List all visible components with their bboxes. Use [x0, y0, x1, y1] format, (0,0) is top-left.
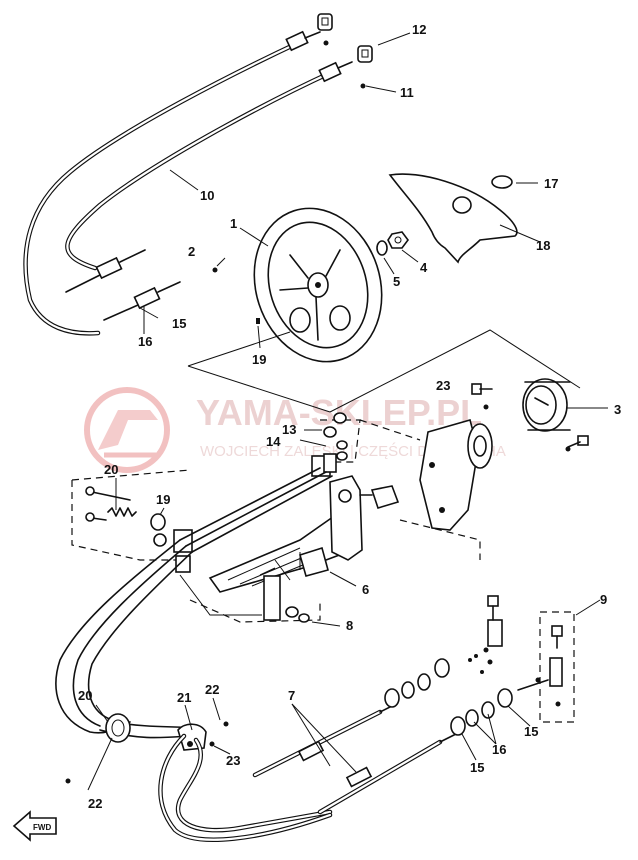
- callout-16-upper: 16: [138, 334, 152, 349]
- cable-end-fitting-upper: [285, 30, 353, 83]
- callout-19-lower: 19: [156, 492, 170, 507]
- callout-17: 17: [544, 176, 558, 191]
- part-6-bracket: [208, 475, 400, 593]
- callout-10: 10: [200, 188, 214, 203]
- part-23-nut-lower: [209, 741, 215, 747]
- callout-23-upper: 23: [436, 378, 450, 393]
- callout-22-upper: 22: [205, 682, 219, 697]
- leader-lines: [87, 32, 608, 791]
- callout-12: 12: [412, 22, 426, 37]
- assembly-guide-lines: [187, 329, 581, 413]
- lower-cable-loop: [158, 733, 333, 842]
- part-23-bolt-upper: [471, 383, 493, 410]
- callout-5: 5: [393, 274, 400, 289]
- cable-end-joint: [468, 595, 503, 674]
- callout-15-lower: 15: [470, 760, 484, 775]
- callout-3: 3: [614, 402, 621, 417]
- callout-1: 1: [230, 216, 237, 231]
- part-1-steering-wheel: [253, 207, 383, 363]
- part-10-cables: [23, 30, 353, 336]
- part-5-washer: [376, 240, 388, 256]
- callout-23-lower: 23: [226, 753, 240, 768]
- bolts-left-box: [85, 486, 131, 522]
- callout-2: 2: [188, 244, 195, 259]
- callout-13: 13: [282, 422, 296, 437]
- watermark-logo-icon: [84, 387, 170, 473]
- callout-19-upper: 19: [252, 352, 266, 367]
- part-20-cable-clamp-lower: [105, 713, 131, 743]
- callout-22-lower: 22: [88, 796, 102, 811]
- gauge-screw: [565, 435, 589, 452]
- part-12-retainer-plates: [317, 13, 373, 63]
- callout-18: 18: [536, 238, 550, 253]
- steering-column-housing: [419, 419, 493, 531]
- callout-21: 21: [177, 690, 191, 705]
- part-7-push-pull-cable: [252, 703, 457, 815]
- callout-6: 6: [362, 582, 369, 597]
- part-2-bolt: [212, 267, 218, 273]
- cable-end-fitting-lower: [65, 249, 181, 321]
- callout-14: 14: [266, 434, 281, 449]
- callout-8: 8: [346, 618, 353, 633]
- callout-7: 7: [288, 688, 295, 703]
- part-3-gauge: [522, 378, 571, 432]
- cable-clamp-block: [173, 453, 337, 623]
- callout-labels: 12 11 10 17 1 2 18 4 5 15 16 19 23 3 13 …: [78, 22, 621, 811]
- dashed-group-bracket: [71, 469, 481, 623]
- callout-11: 11: [400, 85, 414, 100]
- callout-4: 4: [420, 260, 428, 275]
- part-18-cover: [388, 173, 518, 264]
- callout-16-lower: 16: [492, 742, 506, 757]
- part-9-joint-box: [517, 611, 575, 723]
- part-19-cap: [150, 513, 167, 547]
- fwd-label: FWD: [33, 823, 51, 832]
- part-15-16-washers: [384, 658, 513, 736]
- callout-15-right: 15: [524, 724, 538, 739]
- callout-20-upper: 20: [104, 462, 118, 477]
- callout-9: 9: [600, 592, 607, 607]
- part-19-pin: [256, 318, 260, 324]
- fwd-arrow-icon: FWD: [12, 810, 57, 842]
- watermark: YAMA-SKLEP.PL WOJCIECH ZALESKI | CZĘŚCI …: [84, 387, 506, 473]
- callout-15-upper: 15: [172, 316, 186, 331]
- part-17-emblem: [491, 175, 513, 189]
- part-22-screws: [65, 721, 229, 784]
- callout-20-lower: 20: [78, 688, 92, 703]
- part-11-bolts: [323, 40, 366, 89]
- part-4-nut: [387, 231, 409, 249]
- part-20-spring: [107, 507, 137, 517]
